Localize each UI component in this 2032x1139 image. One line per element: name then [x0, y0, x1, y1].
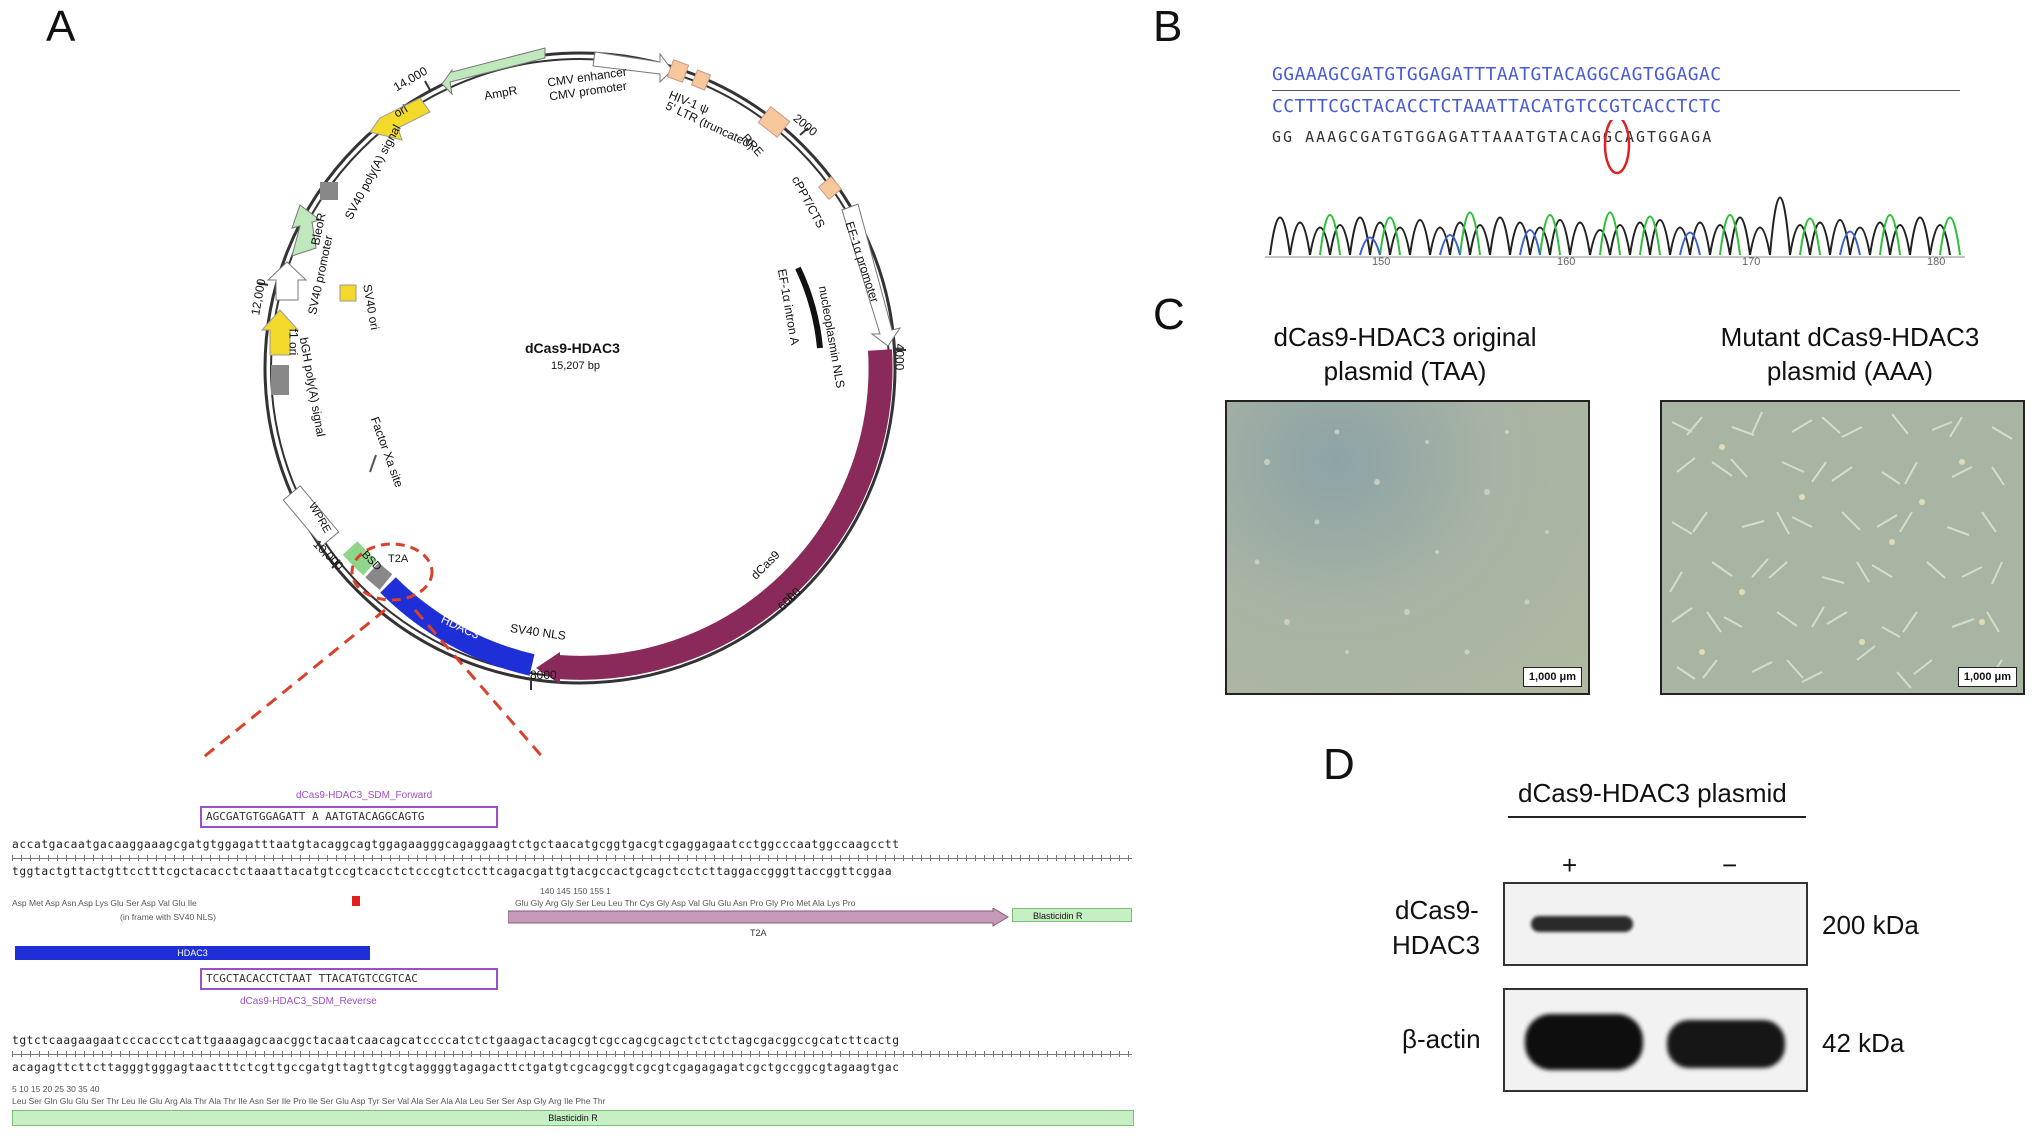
blasticidin-bar-1: Blasticidin R	[1012, 908, 1132, 922]
reverse-primer-seq: TCGCTACACCTCTAAT TTACATGTCCGTCAC	[206, 972, 418, 985]
chromatogram-traces	[1265, 120, 1965, 258]
ref-seq-top: GGAAAGCGATGTGGAGATTTAATGTACAGGCAGTGGAGAC	[1272, 64, 1722, 85]
factor-xa-mark	[369, 454, 377, 473]
scale-bar-original: 1,000 μm	[1522, 667, 1582, 687]
aa1-left: Asp Met Asp Asn Asp Lys Glu Ser Asp Val …	[12, 898, 197, 908]
reverse-primer: TCGCTACACCTCTAAT TTACATGTCCGTCAC	[200, 968, 498, 990]
sv40-small-box	[320, 182, 338, 200]
wpre-box	[282, 485, 340, 547]
tick-8000: 8000	[530, 668, 557, 682]
row2-size: 42 kDa	[1822, 1028, 1905, 1058]
t2a-bar-label: T2A	[750, 928, 767, 938]
panel-label-a: A	[46, 2, 76, 51]
blot-dcas9-hdac3	[1503, 882, 1808, 966]
bleor-arrow	[291, 204, 322, 257]
label-t2a: T2A	[388, 553, 409, 565]
ef1a-intron-arc	[795, 266, 823, 349]
left-micrograph-title-1: dCas9-HDAC3 original	[1273, 322, 1537, 352]
ref-seq-ruler	[1272, 90, 1960, 91]
cmv-arrow	[592, 51, 673, 84]
sv40-promoter-arrow	[266, 261, 308, 301]
blasticidin-label-2: Blasticidin R	[548, 1113, 598, 1123]
ampr-arrow	[441, 47, 546, 96]
blot-beta-actin	[1503, 988, 1808, 1092]
tick-4000: 4000	[892, 343, 907, 371]
hiv-box-2	[690, 69, 712, 91]
zoom-line-right	[413, 609, 547, 761]
band-dcas9-hdac3	[1531, 916, 1633, 932]
row2-label: β-actin	[1402, 1024, 1481, 1054]
dcas9-arrowhead	[536, 652, 560, 684]
chrom-axis-160: 160	[1557, 256, 1576, 268]
in-frame-note: (in frame with SV40 NLS)	[120, 912, 216, 922]
western-header: dCas9-HDAC3 plasmid	[1518, 778, 1787, 808]
plasmid-size: 15,207 bp	[551, 360, 600, 372]
seq2-ruler-ticks	[12, 1051, 1132, 1057]
aa1-nums: 140 145 150 155 1	[540, 886, 611, 896]
micrograph-original: 1,000 μm	[1225, 400, 1590, 695]
t2a-arc	[365, 562, 393, 590]
plasmid-map	[199, 47, 906, 762]
aa1-right: Glu Gly Arg Gly Ser Leu Leu Thr Cys Gly …	[515, 898, 856, 908]
reverse-primer-label: dCas9-HDAC3_SDM_Reverse	[240, 996, 377, 1007]
scale-bar-mutant: 1,000 μm	[1957, 667, 2017, 687]
left-micrograph-title-2: plasmid (TAA)	[1323, 356, 1487, 386]
zoom-line-left	[199, 608, 386, 762]
f1-ori-arrow	[260, 309, 300, 356]
hdac3-bar-label: HDAC3	[177, 948, 208, 958]
lane-plus-label: +	[1562, 850, 1578, 880]
cppt-box	[818, 176, 842, 200]
aa2-residues: Leu Ser Gln Glu Glu Ser Thr Leu Ile Glu …	[12, 1096, 606, 1106]
row1-label-2: HDAC3	[1392, 930, 1481, 960]
chrom-axis-180: 180	[1927, 256, 1946, 268]
aa2-nums: 5 10 15 20 25 30 35 40	[12, 1084, 100, 1094]
read-seq: GG AAAGCGATGTGGAGATTAAATGTACAGGCAGTGGAGA	[1272, 128, 1714, 146]
plasmid-backbone	[263, 51, 897, 685]
zoom-circle	[350, 542, 434, 602]
band-actin-lane2	[1667, 1020, 1785, 1068]
western-header-rule	[1508, 816, 1806, 818]
seq1-top: accatgacaatgacaaggaaagcgatgtggagatttaatg…	[12, 838, 900, 851]
chrom-axis-150: 150	[1372, 256, 1391, 268]
ef1a-promoter-arrow	[841, 203, 902, 347]
stop-codon-marker	[352, 896, 360, 906]
sv40-ori-box	[339, 284, 357, 302]
forward-primer-seq: AGCGATGTGGAGATT A AATGTACAGGCAGTG	[206, 810, 425, 823]
seq2-bottom: acagagttcttcttagggtgggagtaactttctcgttgcc…	[12, 1061, 900, 1074]
plasmid-name: dCas9-HDAC3	[525, 340, 620, 356]
chrom-axis-170: 170	[1742, 256, 1761, 268]
band-actin-lane1	[1525, 1014, 1643, 1070]
micrograph-mutant: 1,000 μm	[1660, 400, 2025, 695]
row1-size: 200 kDa	[1822, 910, 1919, 940]
ref-seq-bottom: CCTTTCGCTACACCTCTAAATTACATGTCCGTCACCTCTC	[1272, 96, 1722, 117]
forward-primer-label: dCas9-HDAC3_SDM_Forward	[296, 790, 433, 801]
panel-label-c: C	[1153, 290, 1185, 339]
bsd-arc	[342, 541, 377, 576]
panel-label-b: B	[1153, 2, 1183, 51]
hdac3-arc	[380, 577, 535, 676]
seq1-ruler-ticks	[12, 855, 1132, 861]
dcas9-arc	[557, 349, 893, 680]
seq1-bottom: tggtactgttactgttcctttcgctacacctctaaattac…	[12, 865, 893, 878]
rre-box	[757, 106, 791, 138]
right-micrograph-title-2: plasmid (AAA)	[1766, 356, 1934, 386]
bgh-box	[271, 365, 289, 395]
hdac3-bar: HDAC3	[15, 946, 370, 960]
t2a-bar	[508, 908, 1009, 927]
hiv-box-1	[666, 59, 690, 83]
blasticidin-label-1: Blasticidin R	[1033, 911, 1083, 921]
mutant-position-circle	[1603, 120, 1631, 175]
forward-primer: AGCGATGTGGAGATT A AATGTACAGGCAGTG	[200, 806, 498, 828]
blasticidin-bar-2: Blasticidin R	[12, 1110, 1134, 1126]
sv40-pa-arrow	[369, 97, 431, 141]
seq2-top: tgtctcaagaagaatcccaccctcattgaaagagcaacgg…	[12, 1034, 900, 1047]
row1-label-1: dCas9-	[1395, 895, 1479, 925]
lane-minus-label: −	[1722, 850, 1738, 880]
right-micrograph-title-1: Mutant dCas9-HDAC3	[1720, 322, 1980, 352]
panel-label-d: D	[1323, 740, 1355, 789]
